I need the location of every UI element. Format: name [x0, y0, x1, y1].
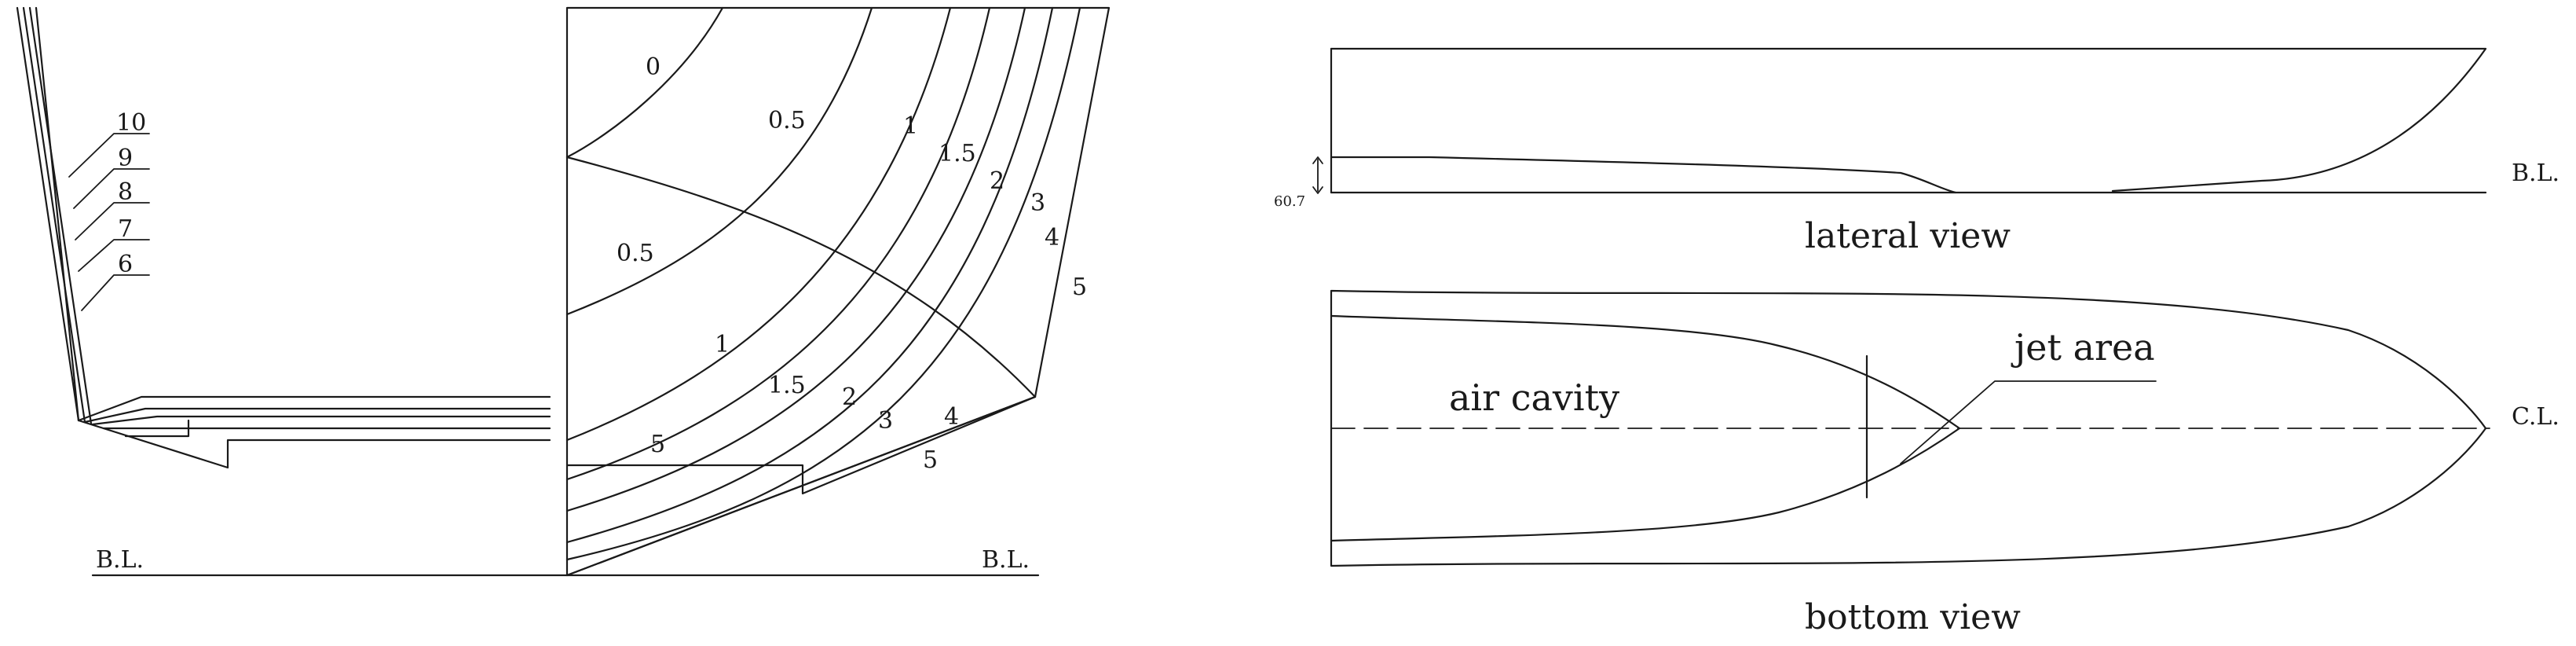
waterline-label-0.5: 0.5	[768, 107, 806, 134]
buttock-label-2: 2	[842, 384, 857, 411]
baseline-label-right: B.L.	[982, 546, 1030, 574]
buttock-label-5-outer: 5	[923, 446, 938, 474]
waterline-label-1.5: 1.5	[939, 140, 976, 167]
centerline-label: C.L.	[2512, 403, 2560, 431]
jet-area-label: jet area	[2011, 326, 2155, 369]
lateral-baseline-label: B.L.	[2512, 160, 2560, 187]
buttock-label-4: 4	[944, 403, 959, 431]
baseline-label-left: B.L.	[96, 546, 144, 574]
height-dimension: 60.7	[1274, 193, 1305, 210]
after-station-lines	[16, 6, 551, 469]
station-label-6: 6	[118, 251, 133, 278]
buttock-label-1.5: 1.5	[768, 372, 806, 399]
forward-stations	[565, 6, 1111, 577]
station-label-7: 7	[118, 215, 133, 243]
waterline-label-1: 1	[903, 112, 918, 140]
bottom-view-caption: bottom view	[1805, 597, 2021, 637]
waterline-label-0: 0	[646, 53, 660, 81]
waterline-label-2: 2	[990, 167, 1004, 195]
waterline-label-4: 4	[1045, 224, 1059, 251]
lateral-view-caption: lateral view	[1805, 216, 2011, 256]
station-label-10: 10	[116, 109, 146, 137]
station-label-9: 9	[118, 145, 133, 172]
buttock-label-0.5: 0.5	[617, 240, 654, 267]
bottom-view: air cavity jet area C.L. bottom view	[1330, 289, 2560, 637]
waterline-label-3: 3	[1030, 189, 1045, 217]
buttock-label-1: 1	[715, 331, 730, 358]
station-label-8: 8	[118, 178, 133, 206]
lateral-view: 60.7 B.L. lateral view	[1274, 47, 2560, 256]
air-cavity-label: air cavity	[1449, 376, 1619, 419]
buttock-label-3: 3	[878, 407, 893, 435]
after-station-leaders	[68, 133, 150, 311]
waterline-label-5: 5	[1072, 273, 1087, 301]
body-plan: 10 9 8 7 6 0 0.5 1 1.5 2 3 4 5 0.5 1	[16, 6, 1111, 577]
buttock-label-5-inner: 5	[650, 431, 665, 458]
